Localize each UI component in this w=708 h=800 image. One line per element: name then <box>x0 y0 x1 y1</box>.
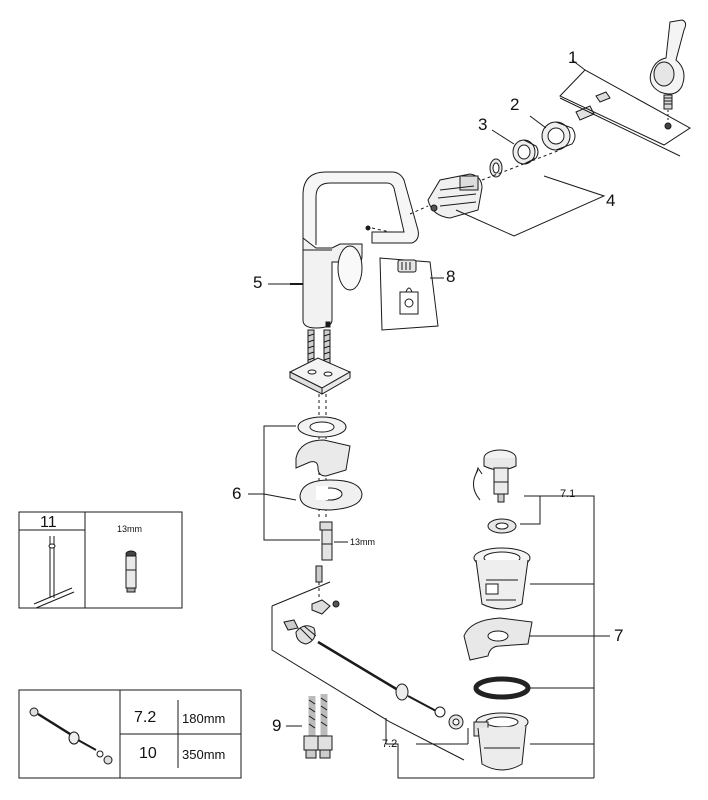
pop-up-linkage <box>283 599 464 730</box>
callout-2: 2 <box>510 95 520 114</box>
drain-seal <box>463 617 533 661</box>
callout-8: 8 <box>446 267 456 286</box>
callout-7-2: 7.2 <box>382 738 398 750</box>
seal-ring-3 <box>512 139 539 165</box>
pop-up-plug <box>473 449 517 534</box>
fixing-nut <box>319 521 333 561</box>
dimension-label-nut: 13mm <box>350 537 376 547</box>
hose-part-number-1: 7.2 <box>134 709 157 726</box>
hose-part-number-2: 10 <box>139 745 157 762</box>
callout-4: 4 <box>606 191 616 210</box>
tool-number: 11 <box>40 514 57 531</box>
rod-drawing <box>29 707 113 765</box>
callout-9: 9 <box>272 716 282 735</box>
drain-body <box>473 547 531 610</box>
hose-table-frame <box>18 689 242 779</box>
callout-5: 5 <box>253 273 263 292</box>
o-ring <box>489 158 503 178</box>
lever-handle <box>575 19 687 130</box>
hose-length-1: 180mm <box>182 711 226 726</box>
socket-drawing <box>125 550 137 593</box>
connection-hose <box>303 694 333 759</box>
aerator-key <box>379 257 439 331</box>
callout-1: 1 <box>568 48 578 67</box>
callout-3: 3 <box>478 115 488 134</box>
drain-tailpiece <box>473 712 529 771</box>
mounting-washer <box>297 416 347 438</box>
horseshoe-washer <box>299 479 363 511</box>
tool-wrench-drawing <box>33 536 75 609</box>
cartridge <box>427 173 483 219</box>
mounting-plate <box>288 357 352 395</box>
hose-length-2: 350mm <box>182 747 226 762</box>
callout-7-1: 7.1 <box>560 488 576 500</box>
tool-box-frame <box>18 511 183 609</box>
drain-o-ring <box>473 676 531 700</box>
faucet-body <box>290 171 419 329</box>
seal-ring-2 <box>541 121 576 151</box>
callout-6: 6 <box>232 484 242 503</box>
callout-7: 7 <box>614 626 624 645</box>
tool-size-label: 13mm <box>117 524 143 534</box>
gasket-insert <box>295 439 351 477</box>
